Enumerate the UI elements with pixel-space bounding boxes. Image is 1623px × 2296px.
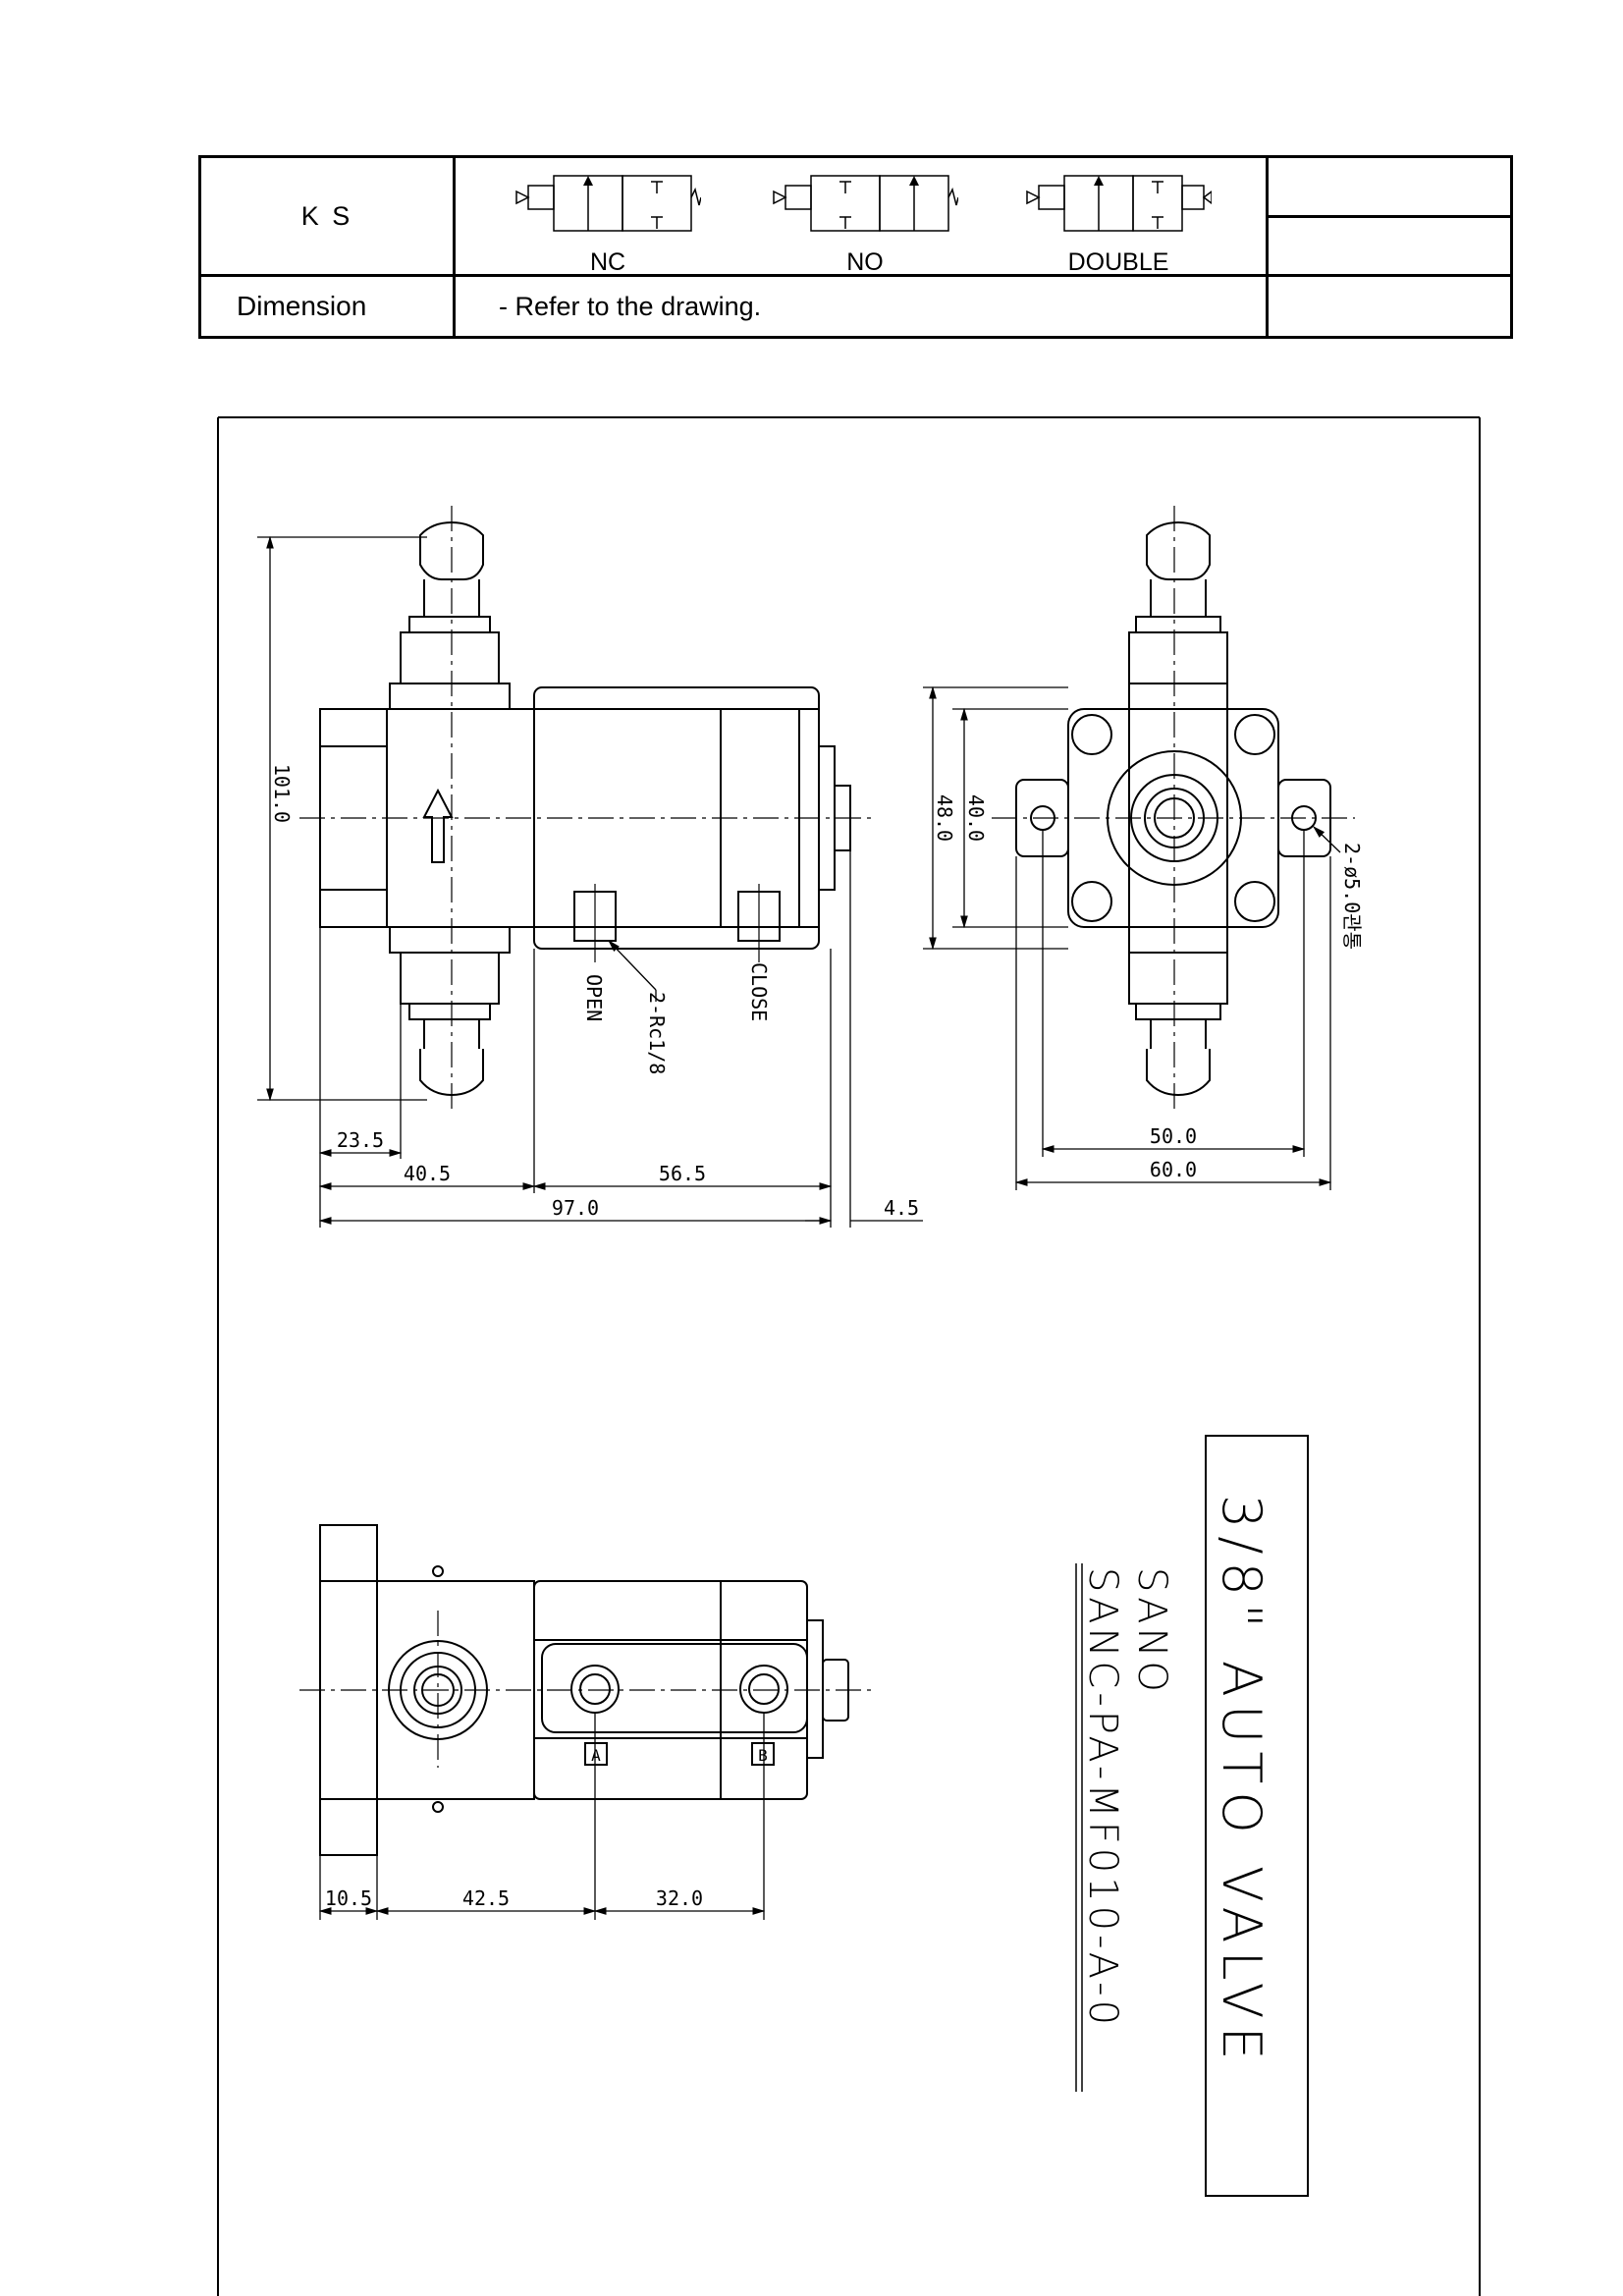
no-label: NO: [846, 248, 884, 276]
drawing-frame: [217, 416, 1481, 2296]
dim-4-5: 4.5: [884, 1196, 919, 1220]
dim-height-101: 101.0: [270, 764, 294, 823]
label-thread: 2-Rc1/8: [645, 992, 669, 1074]
front-view-labels: 101.0 OPEN 2-Rc1/8 CLOSE 23.5 40.5 56.5 …: [270, 764, 919, 1220]
double-label: DOUBLE: [1067, 248, 1169, 276]
title-product: 3/8" AUTO VALVE: [1211, 1495, 1272, 2068]
dim-97-0: 97.0: [552, 1196, 599, 1220]
port-a-label: A: [591, 1746, 601, 1765]
dim-60-0: 60.0: [1150, 1158, 1197, 1181]
dim-40-5: 40.5: [404, 1162, 451, 1185]
side-view: [992, 506, 1355, 1110]
bottom-view: [299, 1524, 874, 1856]
dimension-label-cell: Dimension: [198, 274, 456, 339]
dim-40-0: 40.0: [964, 794, 988, 842]
dim-56-5: 56.5: [659, 1162, 706, 1185]
bottom-view-labels: A B 10.5 42.5 32.0: [325, 1746, 768, 1910]
nc-label: NC: [589, 248, 626, 276]
side-view-labels: 48.0 40.0 2-ø5.0관통 50.0 60.0: [933, 794, 1364, 1181]
title-part-number: SANC-PA-MF010-A-0: [1080, 1567, 1125, 2029]
dim-32-0: 32.0: [656, 1886, 703, 1910]
port-b-label: B: [758, 1746, 768, 1765]
nc-valve-symbol: NC: [514, 168, 702, 276]
label-open: OPEN: [582, 974, 606, 1021]
valve-symbols-cell: NC: [453, 155, 1269, 277]
dim-23-5: 23.5: [337, 1128, 384, 1152]
bottom-view-dimensions: [318, 1714, 766, 1920]
dimension-note-cell: - Refer to the drawing.: [453, 274, 1269, 339]
front-view: [299, 506, 874, 1110]
double-valve-symbol: DOUBLE: [1025, 168, 1213, 276]
ks-label: K S: [300, 200, 353, 231]
ks-label-cell: K S: [198, 155, 456, 277]
dim-42-5: 42.5: [462, 1886, 510, 1910]
dimension-note: - Refer to the drawing.: [499, 291, 762, 321]
dim-50-0: 50.0: [1150, 1124, 1197, 1148]
title-maker: SANO: [1129, 1567, 1174, 1696]
no-valve-symbol: NO: [772, 168, 959, 276]
spec-table: K S: [198, 155, 1513, 339]
label-close: CLOSE: [747, 962, 771, 1021]
dimension-label: Dimension: [237, 291, 367, 321]
blank-cell-bottom: [1266, 274, 1513, 339]
hole-note: 2-ø5.0관통: [1340, 843, 1364, 950]
blank-cell-right: [1266, 155, 1513, 277]
dim-10-5: 10.5: [325, 1886, 372, 1910]
title-block: 3/8" AUTO VALVE SANO SANC-PA-MF010-A-0: [1075, 1435, 1309, 2197]
dim-48-0: 48.0: [933, 794, 956, 842]
side-view-dimensions: [923, 685, 1341, 1190]
front-view-dimensions: [257, 535, 923, 1228]
